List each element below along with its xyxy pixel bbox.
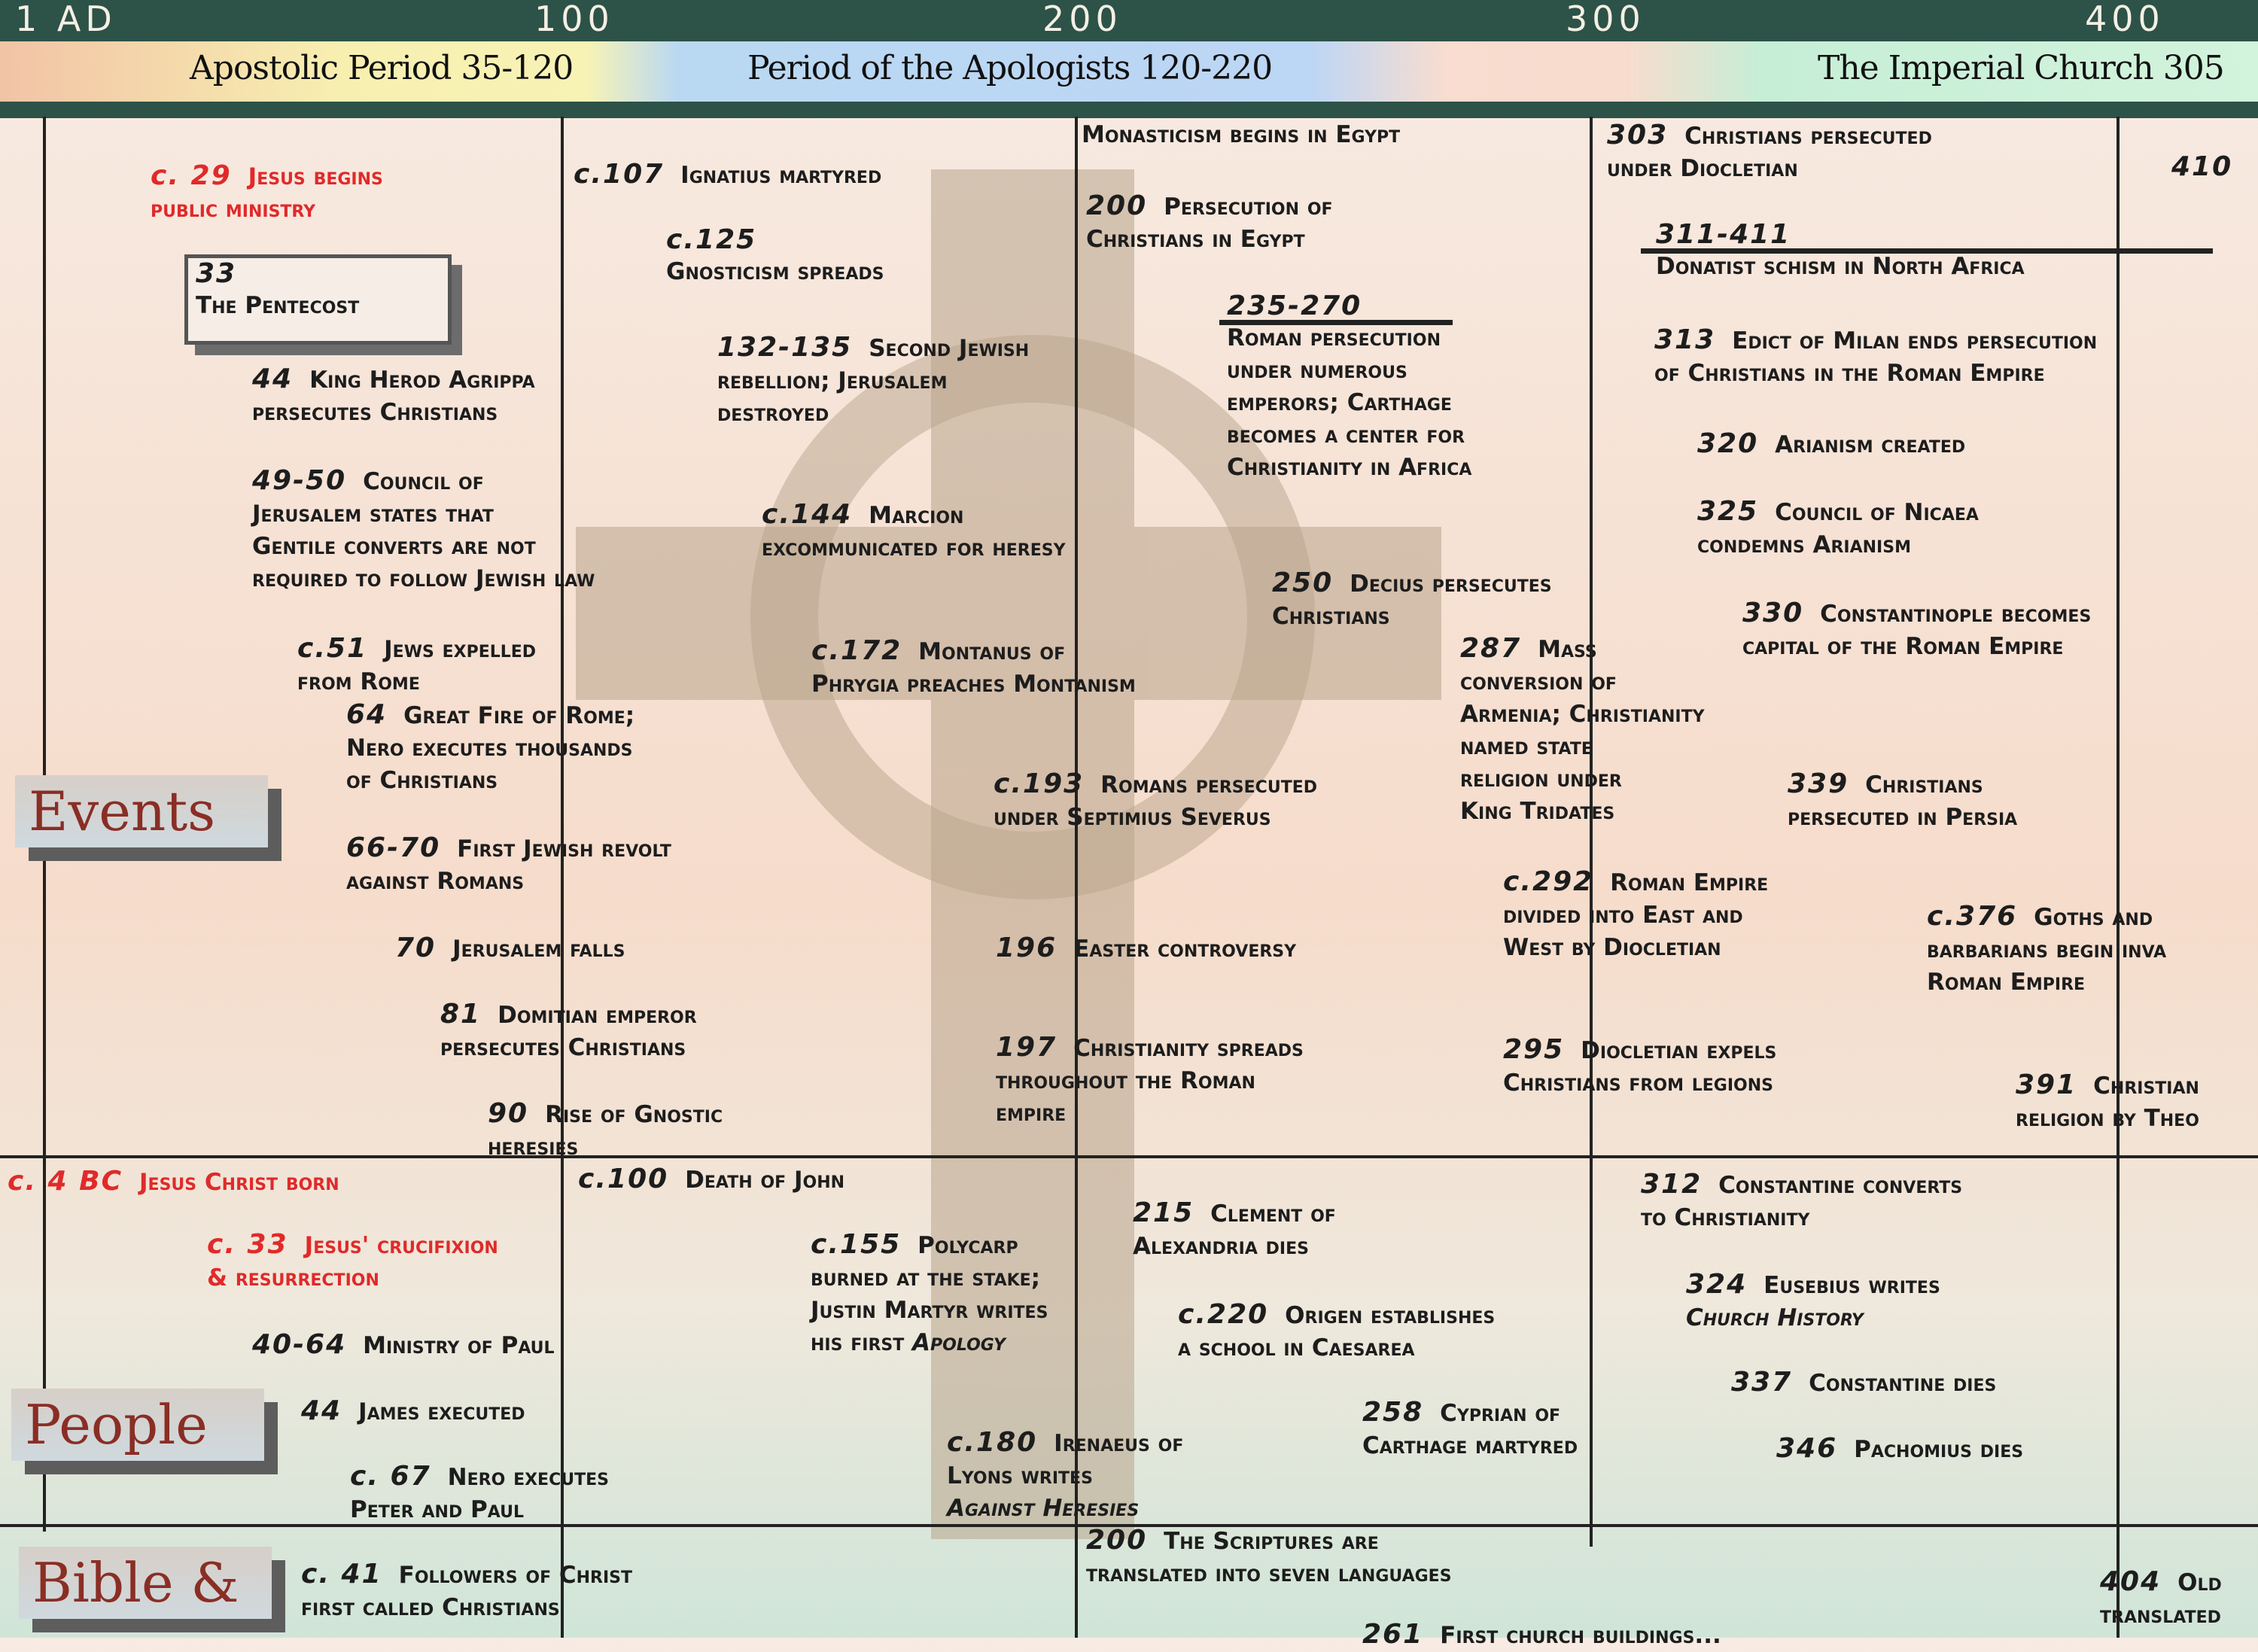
period-imperial-church: The Imperial Church 305 <box>1818 49 2225 87</box>
axis-tick-200: 200 <box>1042 0 1122 39</box>
period-apologists: Period of the Apologists 120-220 <box>747 49 1273 87</box>
pentecost-box <box>184 254 452 345</box>
gridline-200 <box>1075 117 1078 1638</box>
event-monasticism: Monasticism begins in Egypt <box>1082 121 1401 148</box>
period-band <box>0 41 2258 102</box>
span-bar-311-411 <box>1641 248 2213 254</box>
timeline-axis-bar <box>0 0 2258 45</box>
divider-people-bible <box>0 1524 2258 1527</box>
gridline-300 <box>1590 117 1593 1547</box>
axis-tick-300: 300 <box>1566 0 1645 39</box>
period-subbar <box>0 102 2258 118</box>
axis-tick-100: 100 <box>534 0 614 39</box>
section-label-events: Events <box>15 775 268 847</box>
axis-tick-400: 400 <box>2085 0 2165 39</box>
section-label-people: People <box>11 1389 264 1461</box>
period-apostolic: Apostolic Period 35-120 <box>190 49 574 87</box>
gridline-100 <box>561 117 564 1638</box>
divider-events-people <box>0 1155 2258 1158</box>
span-bar-235-270 <box>1219 320 1453 325</box>
event-410: 410 <box>2171 151 2233 182</box>
gridline-400 <box>2116 117 2120 1638</box>
axis-tick-1ad: 1 AD <box>15 0 117 39</box>
section-label-bible: Bible & <box>19 1547 272 1619</box>
